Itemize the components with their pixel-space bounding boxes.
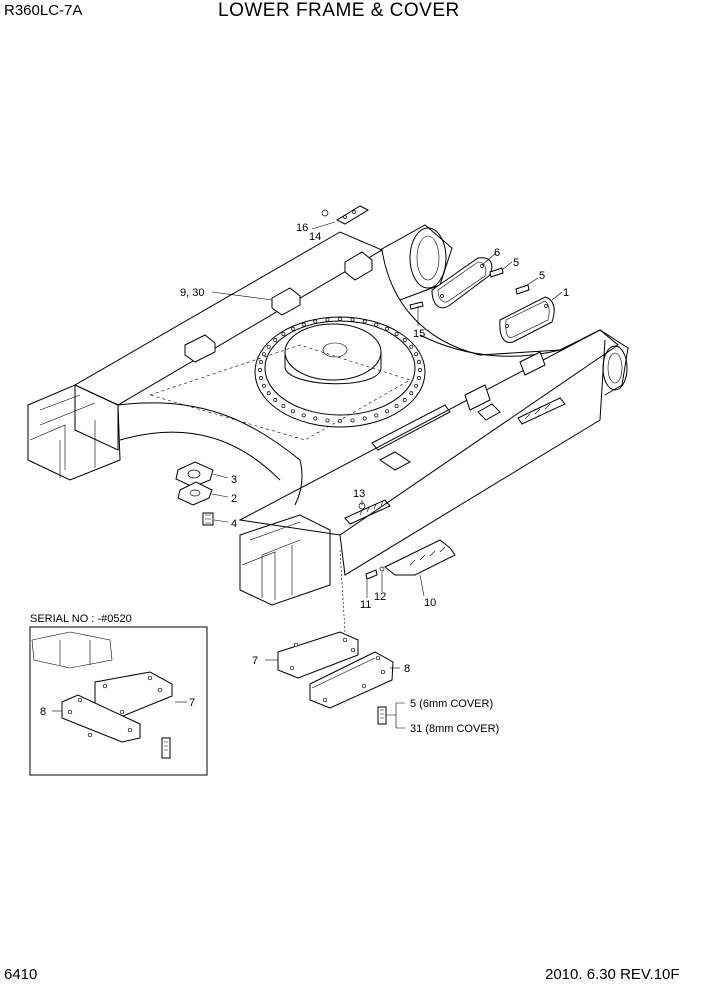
callout-31-8mm-cover: 31 (8mm COVER) <box>410 723 499 735</box>
ring-bolt-hole <box>266 344 271 349</box>
ring-bolt-hole <box>350 418 355 423</box>
callout-16: 16 <box>296 222 308 234</box>
under-covers-7-8 <box>277 631 394 725</box>
ring-bolt-hole <box>281 404 286 409</box>
ring-bolt-hole <box>409 391 414 396</box>
callout-14: 14 <box>309 231 321 243</box>
ring-bolt-hole <box>281 331 286 336</box>
ring-bolt-hole <box>261 383 266 388</box>
ring-bolt-hole <box>259 360 263 364</box>
parts-3-2-4 <box>175 461 214 526</box>
parts-13-10-11-12 <box>344 499 456 580</box>
callout-9-30: 9, 30 <box>180 287 204 299</box>
callout-12: 12 <box>374 591 386 603</box>
ring-bolt-hole <box>325 418 330 423</box>
callout-5-lower: 5 <box>539 270 545 282</box>
ring-bolt-hole <box>259 376 263 380</box>
ring-bolt-hole <box>301 322 306 327</box>
callout-2: 2 <box>231 493 237 505</box>
ring-bolt-hole <box>418 368 422 372</box>
ring-bolt-hole <box>350 317 355 322</box>
ring-bolt-hole <box>402 338 407 342</box>
revision-date: 2010. 6.30 REV.10F <box>545 966 680 983</box>
callout-4: 4 <box>231 518 237 530</box>
ring-bolt-hole <box>258 368 262 372</box>
ring-bolt-hole <box>374 322 379 327</box>
serial-inset <box>29 626 208 776</box>
inset-callout-7: 7 <box>189 697 195 709</box>
ring-bolt-hole <box>362 416 367 421</box>
ring-bolt-hole <box>313 319 318 324</box>
ring-bolt-hole <box>385 409 389 414</box>
part-16-14 <box>321 205 370 225</box>
ring-bolt-hole <box>417 360 421 364</box>
ring-bolt-hole <box>385 326 389 331</box>
callout-10: 10 <box>424 597 436 609</box>
ring-bolt-hole <box>374 413 379 418</box>
lower-frame <box>27 224 629 606</box>
part-1-cover <box>499 296 555 343</box>
ring-bolt-hole <box>273 398 278 402</box>
ring-bolt-hole <box>325 317 330 322</box>
callout-6: 6 <box>494 247 500 259</box>
callout-8: 8 <box>404 663 410 675</box>
ring-bolt-hole <box>394 331 399 336</box>
ring-bolt-hole <box>291 409 295 414</box>
callout-5-6mm-cover: 5 (6mm COVER) <box>410 698 493 710</box>
ring-bolt-hole <box>261 352 266 357</box>
page-title: LOWER FRAME & COVER <box>218 0 460 21</box>
ring-bolt-hole <box>301 413 306 418</box>
callout-7: 7 <box>252 655 258 667</box>
inset-callout-8: 8 <box>40 706 46 718</box>
ring-bolt-hole <box>338 419 342 423</box>
ring-bolt-hole <box>409 344 414 349</box>
model-number: R360LC-7A <box>4 2 83 19</box>
page-number: 6410 <box>4 966 38 983</box>
ring-bolt-hole <box>273 338 278 342</box>
ring-bolt-hole <box>291 326 295 331</box>
ring-bolt-hole <box>414 383 419 388</box>
ring-bolt-hole <box>362 319 367 324</box>
ring-bolt-hole <box>313 416 318 421</box>
callout-11: 11 <box>360 599 371 611</box>
ring-bolt-hole <box>414 352 419 357</box>
ring-bolt-hole <box>402 398 407 402</box>
callout-3: 3 <box>231 474 237 486</box>
callout-15: 15 <box>413 328 425 340</box>
part-6-cover <box>431 257 493 309</box>
callout-1: 1 <box>563 287 569 299</box>
ring-bolt-hole <box>417 376 421 380</box>
callout-5-upper: 5 <box>513 257 519 269</box>
bolts-5 <box>409 267 530 310</box>
callout-13: 13 <box>353 488 365 500</box>
callout-labels: 16 14 6 5 5 1 9, 30 15 3 2 4 13 11 12 10… <box>30 222 569 735</box>
ring-bolt-hole <box>266 391 271 396</box>
ring-bolt-hole <box>338 317 342 321</box>
leader-lines <box>211 221 563 729</box>
ring-bolt-hole <box>394 404 399 409</box>
serial-number-label: SERIAL NO : -#0520 <box>30 613 132 625</box>
